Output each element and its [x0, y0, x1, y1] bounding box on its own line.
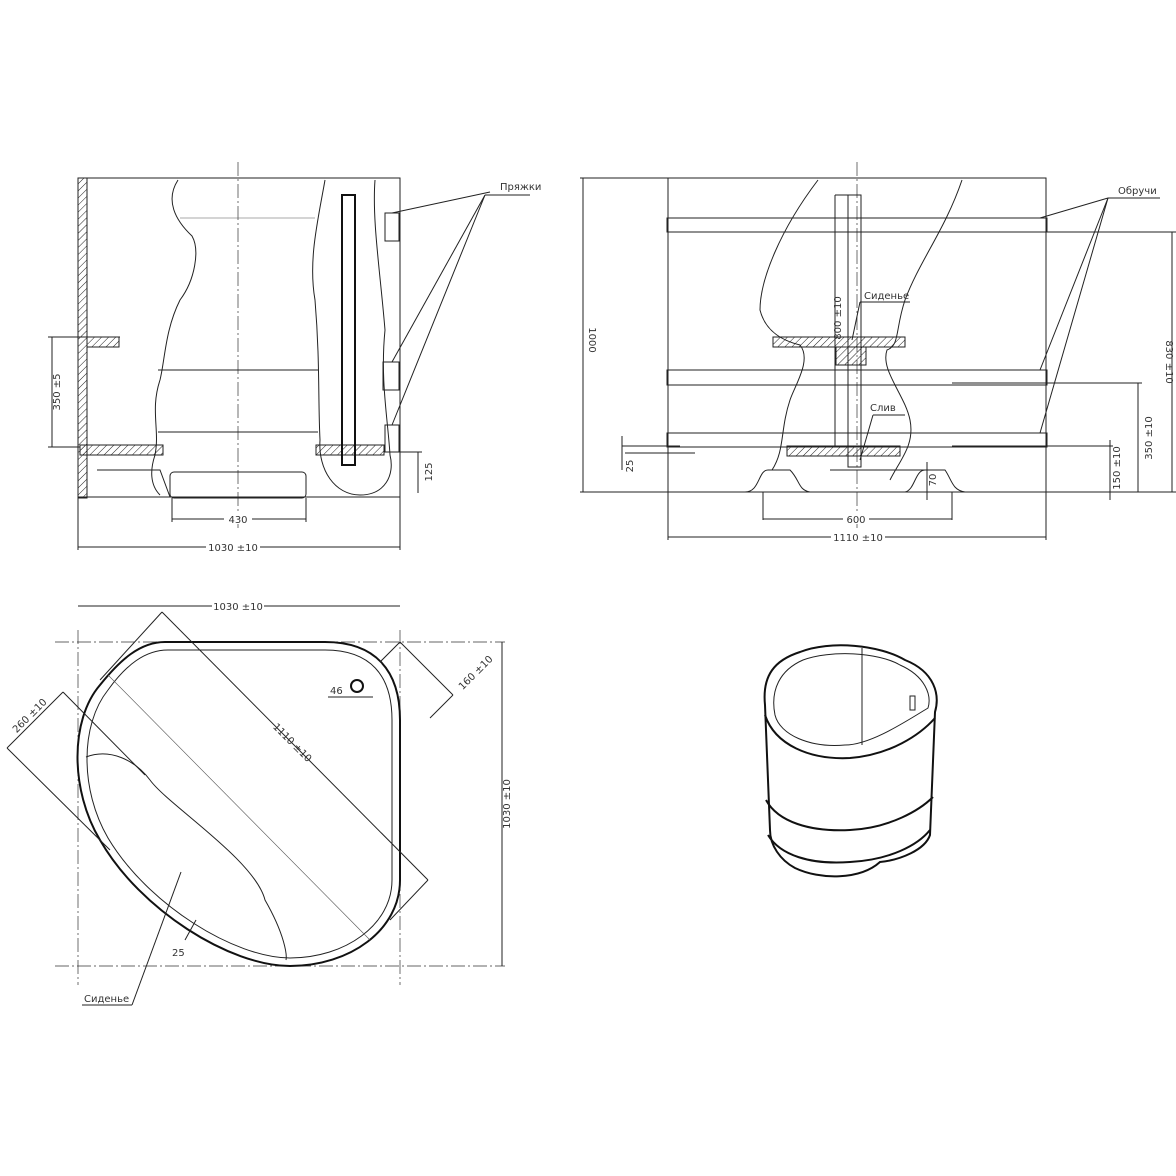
ext-line [62, 691, 146, 776]
isometric-view [763, 644, 938, 878]
buckle [384, 212, 400, 242]
front-contour-right [312, 179, 392, 496]
front-board [341, 194, 356, 466]
dim-diagonal: 1110 ±10 [270, 722, 313, 765]
dim-line [429, 694, 454, 719]
leader-seat [131, 871, 182, 1006]
dim-830: 830 ±10 [1163, 340, 1174, 383]
dim-seat-height: 350 ±5 [52, 373, 63, 410]
drain-fitting [909, 695, 916, 711]
dim-side-height: 1000 [586, 327, 597, 352]
ext-line [389, 879, 429, 921]
top-view: 46 1030 ±10 1030 ±10 1110 ±10 160 ±10 26… [6, 599, 513, 1006]
buckle [384, 424, 400, 453]
leader-seat [851, 301, 861, 341]
side-feet [744, 469, 966, 493]
leader-drain [859, 414, 874, 461]
label-background [831, 530, 885, 542]
seat-support-hatch [835, 346, 867, 366]
dim-inner: 800 ±10 [833, 296, 844, 339]
tub-inner-rim [86, 649, 393, 959]
tub-outer-rim [76, 641, 401, 968]
dim-side-base: 600 [846, 515, 865, 526]
dim-rim: 25 [172, 948, 185, 959]
side-contour-left [759, 179, 819, 471]
dim-side-width: 1110 ±10 [833, 533, 883, 544]
axis-line [107, 674, 371, 941]
buckle [382, 361, 400, 391]
ext-line [399, 641, 454, 696]
label-background [206, 540, 260, 552]
leader-buckles [391, 191, 491, 214]
dim-350: 350 ±10 [1144, 416, 1155, 459]
label-top-seat: Сиденье [84, 994, 129, 1005]
leader-hoops [1039, 197, 1109, 371]
side-view: 800 ±10 600 1110 ±10 1000 830 ±10 350 ±1… [580, 162, 1176, 544]
dim-feet: 125 [424, 462, 435, 481]
front-foot [169, 471, 307, 499]
drain-icon [350, 679, 364, 693]
front-floor-hatch-left [79, 444, 164, 456]
label-background [843, 512, 869, 524]
front-contour-left [151, 179, 197, 496]
label-side-seat: Сиденье [864, 291, 909, 302]
side-floor-hatch [786, 445, 901, 457]
hoop-middle [765, 796, 934, 832]
label-background [212, 599, 264, 611]
front-view: Пряжки 350 ±5 125 430 1030 ±10 [48, 162, 541, 554]
dim-70: 70 [928, 474, 939, 487]
label-drain: Слив [870, 403, 896, 414]
dim-corner: 160 ±10 [457, 654, 495, 692]
dim-diagonal-line [161, 611, 429, 881]
label-hoops: Обручи [1118, 186, 1157, 197]
hoop [666, 369, 1048, 386]
hoop-top [764, 714, 936, 760]
dim-top-depth: 1030 ±10 [502, 779, 513, 829]
leader-buckles [391, 194, 486, 426]
dim-25: 25 [625, 460, 636, 473]
dim-width: 1030 ±10 [208, 543, 258, 554]
tub-body [763, 644, 938, 878]
tub-opening [773, 653, 930, 746]
side-board [847, 194, 862, 468]
dim-line [6, 691, 64, 749]
dim-top-width: 1030 ±10 [213, 602, 263, 613]
dim-line [184, 919, 197, 941]
front-base [80, 469, 171, 498]
front-seat-hatch [86, 336, 120, 348]
hoop-bottom [767, 829, 931, 864]
hoop [666, 217, 1048, 233]
front-floor-hatch-right [315, 444, 385, 456]
leader-hoops [1039, 197, 1109, 219]
dim-base: 430 [228, 515, 247, 526]
dim-seat: 260 ±10 [11, 697, 49, 735]
dim-150: 150 ±10 [1112, 446, 1123, 489]
ext-line [99, 611, 163, 681]
leader-hoops [1039, 197, 1109, 434]
ext-line [6, 747, 111, 851]
dim-drain: 46 [330, 686, 343, 697]
side-contour-right [885, 179, 963, 481]
label-background [224, 512, 252, 524]
label-buckles: Пряжки [500, 182, 541, 193]
leader-buckles [391, 194, 486, 363]
ext-line [379, 641, 401, 663]
seat-outline [85, 753, 287, 961]
